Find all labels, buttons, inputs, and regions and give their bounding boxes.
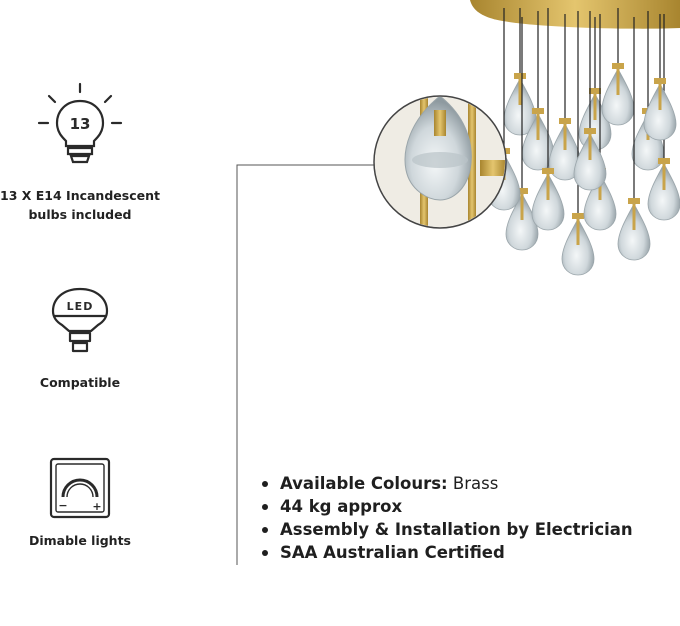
feature-dimmer: − + Dimable lights: [0, 457, 160, 550]
detail-zoom-circle: [373, 95, 507, 229]
chandelier-image: [373, 0, 680, 276]
spec-weight-text: 44 kg approx: [280, 497, 403, 516]
dimmer-caption: Dimable lights: [28, 533, 131, 548]
led-badge: LED: [67, 300, 94, 313]
spec-certification: SAA Australian Certified: [262, 541, 633, 564]
pendant-light: [531, 8, 565, 231]
spec-installation-text: Assembly & Installation by Electrician: [280, 520, 633, 539]
pendant-light: [548, 14, 582, 181]
spec-certification-text: SAA Australian Certified: [280, 543, 505, 562]
spec-colours-label: Available Colours:: [280, 474, 448, 493]
bulb-caption-line1: 13 X E14 Incandescent: [0, 188, 160, 203]
feature-bulbs: 13 13 X E14 Incandescent bulbs included: [0, 82, 160, 224]
spec-installation: Assembly & Installation by Electrician: [262, 518, 633, 541]
led-bulb-icon: LED: [51, 287, 109, 353]
spec-colours-value: Brass: [452, 474, 499, 493]
pendant-light: [617, 17, 651, 261]
light-bulb-icon: 13: [37, 82, 123, 164]
pendant-light: [521, 11, 555, 171]
plus-label: +: [92, 500, 101, 513]
pendant-light: [503, 8, 537, 136]
led-caption: Compatible: [39, 375, 121, 390]
pendant-light: [643, 14, 677, 141]
pendant-light: [601, 8, 635, 126]
feature-led: LED Compatible: [0, 285, 160, 392]
dimmer-switch-icon: − +: [49, 457, 111, 519]
minus-label: −: [58, 499, 67, 512]
pendant-light: [573, 11, 607, 191]
bulb-count-badge: 13: [70, 115, 91, 133]
spec-list: Available Colours: Brass 44 kg approx As…: [262, 472, 633, 564]
spec-weight: 44 kg approx: [262, 495, 633, 518]
spec-colours: Available Colours: Brass: [262, 472, 633, 495]
bulb-caption-line2: bulbs included: [28, 207, 132, 222]
